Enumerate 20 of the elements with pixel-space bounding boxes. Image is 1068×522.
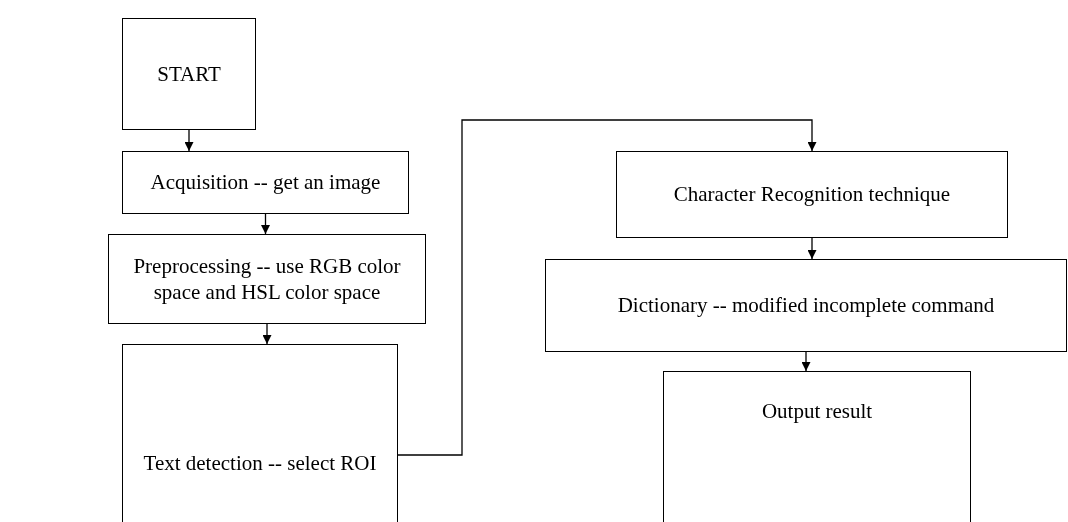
arrow [397,119,817,456]
arrow [801,351,811,372]
box-label: Output result [761,398,873,425]
box-label: START [157,60,221,88]
process-box [545,259,1067,352]
process-box [663,371,971,522]
process-box [122,344,398,522]
box-label: Character Recognition technique [673,181,951,208]
arrow [261,213,270,235]
box-label: Preprocessing -- use RGB color space and HSL color space [132,252,402,306]
box-label: Dictionary -- modified incomplete command [617,292,995,319]
process-box [122,18,256,130]
arrow [262,323,272,345]
process-box [108,234,426,324]
box-label: Acquisition -- get an image [150,169,381,196]
process-box [616,151,1008,238]
box-label: Text detection -- select ROI [143,450,377,477]
process-box [122,151,409,214]
arrow [184,129,194,152]
arrow [807,237,817,260]
